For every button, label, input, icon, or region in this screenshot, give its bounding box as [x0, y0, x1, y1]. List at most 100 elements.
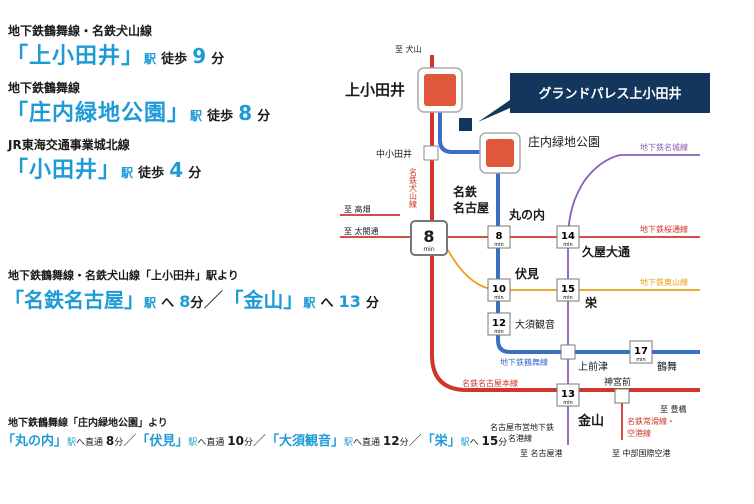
time-box-marunouchi: 8 min — [487, 225, 511, 249]
meitetsu-nagoya-box — [410, 220, 448, 256]
svg-text:17: 17 — [634, 346, 648, 357]
label-marunouchi: 丸の内 — [508, 207, 545, 222]
separator: ／ — [203, 288, 224, 312]
svg-text:min: min — [563, 400, 572, 406]
label-to-taikodori: 至 太閤通 — [344, 226, 379, 236]
min-label: min — [423, 246, 435, 253]
station-kamiotai: 「上小田井」 — [6, 44, 145, 69]
dest-marunouchi: 「丸の内」 — [2, 434, 68, 449]
from-shonai-heading: 地下鉄鶴舞線「庄内緑地公園」より — [8, 418, 168, 429]
label-kanayama: 金山 — [577, 413, 604, 429]
label-jingumae: 神宮前 — [604, 376, 631, 388]
line-names-1: 地下鉄鶴舞線・名鉄犬山線 — [8, 24, 153, 38]
label-meijo-line: 地下鉄名城線 — [640, 142, 688, 152]
shonai-station-mark — [486, 139, 514, 167]
eki-label: 駅 — [303, 296, 316, 310]
access-row-2: 「庄内緑地公園」駅 徒歩 8 分 — [6, 95, 270, 127]
time-box-hisaya: 14 min — [556, 225, 580, 249]
ride-minutes: 8 — [105, 434, 115, 448]
svg-text:min: min — [636, 357, 645, 363]
line-names-3: JR東海交通事業城北線 — [8, 138, 130, 152]
line-names-2: 地下鉄鶴舞線 — [8, 81, 81, 95]
walk-minutes: 9 — [192, 44, 207, 68]
walk-label: 徒歩 — [138, 166, 165, 181]
label-tsurumai-line: 地下鉄鶴舞線 — [500, 357, 548, 367]
minute-unit: 分 — [114, 438, 124, 448]
he-label: へ — [161, 296, 175, 311]
station-jingumae — [614, 388, 630, 404]
kamiotai-station-mark — [424, 74, 456, 106]
he-label: へ — [320, 296, 334, 311]
dest-fushimi: 「伏見」 — [136, 434, 189, 449]
time-box-sakae: 15 min — [556, 278, 580, 302]
dest-meitetsu-nagoya: 「名鉄名古屋」 — [4, 288, 144, 312]
svg-text:10: 10 — [492, 284, 506, 295]
property-marker — [459, 118, 472, 131]
station-kamimaezu — [560, 344, 576, 360]
access-row-1: 「上小田井」駅 徒歩 9 分 — [6, 38, 224, 70]
ride-minutes: 8 — [179, 292, 191, 311]
label-meitetsu-nagoya-2: 名古屋 — [453, 200, 489, 215]
eki-label: 駅 — [121, 166, 134, 180]
from-kamiotai-heading: 地下鉄鶴舞線・名鉄犬山線「上小田井」駅より — [8, 269, 239, 282]
eki-label: 駅 — [190, 109, 203, 123]
access-row-3: 「小田井」駅 徒歩 4 分 — [6, 152, 201, 184]
svg-text:min: min — [494, 329, 503, 335]
label-fushimi: 伏見 — [515, 266, 539, 281]
minute-unit: 分 — [188, 166, 202, 181]
svg-text:14: 14 — [561, 231, 575, 242]
label-meitetsu-nagoya-line: 名鉄名古屋本線 — [462, 378, 518, 388]
property-banner — [510, 73, 710, 113]
walk-minutes: 4 — [169, 158, 184, 182]
minute-unit: 分 — [365, 296, 379, 311]
eki-label: 駅 — [343, 438, 353, 448]
label-sakae: 栄 — [584, 295, 598, 310]
label-tsurumai: 鶴舞 — [657, 360, 677, 373]
time-box-tsurumai: 17 min — [629, 340, 653, 364]
minute-unit: 分 — [190, 296, 204, 311]
svg-text:13: 13 — [561, 389, 575, 400]
he-label: へ — [469, 438, 479, 448]
svg-text:min: min — [563, 295, 572, 301]
minute-unit: 分 — [399, 438, 409, 448]
nakaotai-station — [423, 145, 439, 161]
dest-osu-kannon: 「大須観音」 — [265, 434, 344, 449]
dest-kanayama: 「金山」 — [223, 288, 304, 312]
label-to-airport: 至 中部国際空港 — [612, 448, 671, 458]
label-kamimaezu: 上前津 — [578, 360, 608, 373]
dest-sakae: 「栄」 — [421, 434, 461, 449]
minute-unit: 分 — [211, 52, 225, 67]
label-higashiyama-line: 地下鉄東山線 — [640, 277, 688, 287]
label-tokoname-line-1: 名鉄常滑線・ — [627, 416, 675, 426]
direct-label: へ直通 — [197, 438, 225, 448]
svg-text:min: min — [563, 242, 572, 248]
eki-label: 駅 — [188, 438, 198, 448]
from-shonai-row: 「丸の内」駅へ直通 8分／「伏見」駅へ直通 10分／「大須観音」駅へ直通 12分… — [2, 430, 507, 449]
svg-text:15: 15 — [561, 284, 575, 295]
label-to-nagoyako: 至 名古屋港 — [520, 448, 563, 458]
separator: ／ — [123, 434, 137, 449]
time-box-fushimi: 10 min — [487, 278, 511, 302]
svg-text:8: 8 — [496, 231, 503, 242]
minute-unit: 分 — [498, 438, 508, 448]
station-shonai: 「庄内緑地公園」 — [6, 101, 191, 126]
ride-minutes: 10 — [227, 434, 244, 448]
walk-label: 徒歩 — [207, 109, 234, 124]
label-kamiotai: 上小田井 — [345, 81, 405, 99]
minute-unit: 分 — [243, 438, 253, 448]
walk-label: 徒歩 — [161, 52, 188, 67]
tsurumai-line — [438, 95, 700, 354]
eki-label: 駅 — [144, 296, 157, 310]
svg-text:min: min — [494, 295, 503, 301]
eki-label: 駅 — [460, 438, 470, 448]
time-box-kanayama: 13 min — [556, 383, 580, 407]
eki-label: 駅 — [67, 438, 77, 448]
ride-minutes: 12 — [382, 434, 400, 448]
label-sakuradori-line: 地下鉄桜通線 — [640, 224, 688, 234]
label-to-inuyama: 至 犬山 — [395, 44, 422, 54]
label-nakaotai: 中小田井 — [376, 148, 412, 160]
label-meiko-line-1: 名古屋市営地下鉄 — [490, 422, 554, 432]
label-to-toyohashi: 至 豊橋 — [660, 404, 687, 414]
direct-label: へ直通 — [76, 438, 104, 448]
